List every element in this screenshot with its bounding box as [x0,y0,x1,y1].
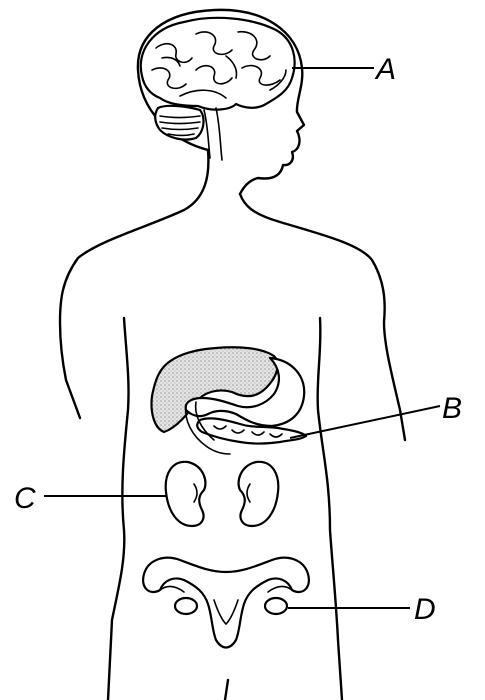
crotch-line [225,680,228,700]
brain-stem [204,108,222,160]
torso-right-line [318,318,342,700]
torso-left-line [108,318,129,700]
kidney-right [239,462,279,526]
ovary-right [265,598,287,614]
cerebellum [155,106,203,140]
reproductive-organs [143,558,309,648]
brain [141,18,295,110]
label-c: C [14,482,36,515]
ovary-left [175,598,197,614]
label-b: B [442,392,462,425]
label-d: D [414,593,436,626]
leader-line-b [290,406,440,438]
kidneys [166,462,279,526]
label-a: A [374,53,396,86]
kidney-left [166,462,206,526]
